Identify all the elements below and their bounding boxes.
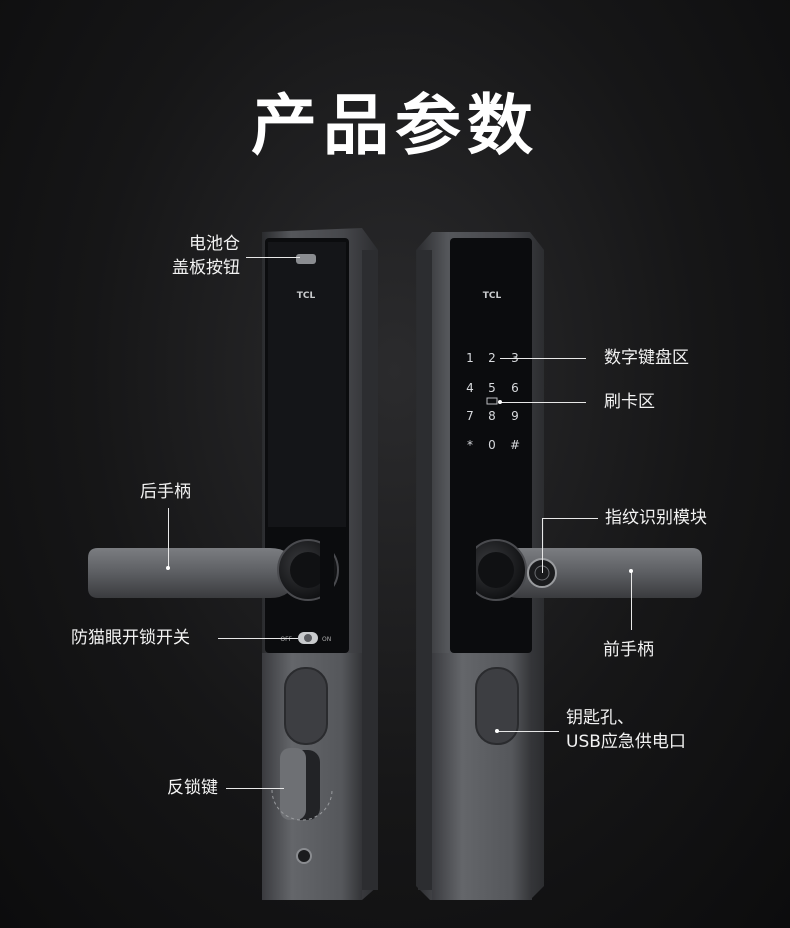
fingerprint-leader-line-v <box>542 518 543 573</box>
switch-off-label: OFF <box>280 636 292 643</box>
anti-lock-key-label: 反锁键 <box>167 778 218 798</box>
rear-handle-label: 后手柄 <box>140 482 191 502</box>
front-handle-label: 前手柄 <box>603 640 654 660</box>
battery-cover-label: 电池仓 盖板按钮 <box>172 232 240 280</box>
keypad-key-0: 1 <box>466 351 474 365</box>
keypad-key-8: 9 <box>511 409 519 423</box>
rear-oval-plate <box>284 667 328 745</box>
anti-lock-key-leader-line <box>226 788 284 789</box>
front-handle-leader-line <box>631 572 632 630</box>
anti-cat-eye-leader-line <box>218 638 298 639</box>
card-area-leader-line <box>500 402 586 403</box>
battery-label-line1: 电池仓 <box>189 234 240 254</box>
keyhole-cover <box>475 667 519 745</box>
keypad-key-3: 4 <box>466 381 474 395</box>
page-title: 产品参数 <box>251 87 539 164</box>
keypad-area-label: 数字键盘区 <box>604 348 689 368</box>
brand-logo-front: TCL <box>483 291 502 301</box>
rear-handle-leader-line <box>168 508 169 568</box>
fingerprint-leader-line-h <box>542 518 598 519</box>
keypad-key-7: 8 <box>488 409 496 423</box>
card-area-dot <box>498 400 502 404</box>
keypad-key-10: 0 <box>488 438 496 452</box>
rear-handle-shape <box>88 548 296 598</box>
keyhole-label-line2: USB应急供电口 <box>566 732 686 752</box>
keypad-key-5: 6 <box>511 381 519 395</box>
keyhole-leader-line <box>497 731 559 732</box>
keypad-key-1: 2 <box>488 351 496 365</box>
front-handle-dot <box>629 569 633 573</box>
switch-on-label: ON <box>322 636 331 643</box>
fingerprint-label: 指纹识别模块 <box>605 508 707 528</box>
keypad-key-9: * <box>467 438 473 452</box>
keyhole-label-line1: 钥匙孔、 <box>566 708 634 728</box>
front-lock <box>416 232 702 900</box>
card-area-label: 刷卡区 <box>604 392 655 412</box>
battery-leader-line <box>246 257 300 258</box>
battery-label-line2: 盖板按钮 <box>172 258 240 278</box>
keypad-key-4: 5 <box>488 381 496 395</box>
battery-cover-button <box>296 254 316 264</box>
rear-handle-dot <box>166 566 170 570</box>
brand-logo-rear: TCL <box>297 291 316 301</box>
keypad-key-6: 7 <box>466 409 474 423</box>
anti-cat-eye-label: 防猫眼开锁开关 <box>71 628 190 648</box>
keypad-key-11: # <box>510 438 520 452</box>
keyhole-usb-label: 钥匙孔、 USB应急供电口 <box>566 706 686 754</box>
rear-lock <box>88 228 378 900</box>
keyhole-dot <box>495 729 499 733</box>
keypad-leader-line <box>500 358 586 359</box>
